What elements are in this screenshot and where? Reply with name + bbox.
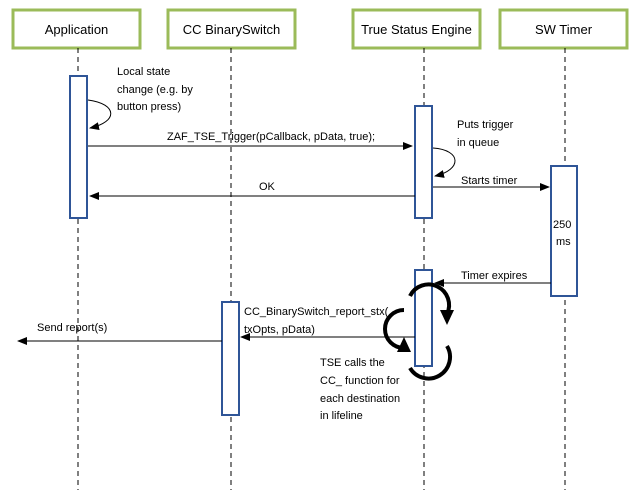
puts-queue-line-2: in queue [457,137,499,149]
activation-tse-1 [414,105,433,219]
participant-label: True Status Engine [361,22,472,37]
tse-calls-line-2: CC_ function for [320,375,400,387]
puts-queue-line-1: Puts trigger [457,119,514,131]
tse-calls-line-4: in lifeline [320,410,363,422]
self-arrow-puts-queue [432,147,456,178]
participant-cc-binaryswitch: CC BinarySwitch [166,8,297,50]
report-call-line-1: CC_BinarySwitch_report_stx( [244,306,389,318]
participant-label: Application [45,22,109,37]
participant-label: SW Timer [535,22,593,37]
ok-label: OK [259,181,276,193]
activation-tse-2 [414,269,433,367]
local-change-line-2: change (e.g. by [117,84,193,96]
timer-duration-value: 250 [553,219,571,231]
activation-cc-binaryswitch [221,301,240,416]
activation-sw-timer [550,165,578,297]
participant-sw-timer: SW Timer [498,8,629,50]
send-report-label: Send report(s) [37,322,107,334]
local-change-line-1: Local state [117,66,170,78]
local-change-line-3: button press) [117,101,181,113]
starts-timer-label: Starts timer [461,175,518,187]
loop-cycle-icon [383,282,454,381]
report-call-line-2: txOpts, pData) [244,324,315,336]
self-arrow-local-change [87,99,112,131]
lifelines [77,48,566,490]
tse-calls-line-3: each destination [320,393,400,405]
trigger-label: ZAF_TSE_Trigger(pCallback, pData, true); [167,131,375,143]
timer-expires-label: Timer expires [461,270,528,282]
tse-calls-line-1: TSE calls the [320,357,385,369]
activation-application [69,75,88,219]
participant-label: CC BinarySwitch [183,22,281,37]
participant-application: Application [11,8,142,50]
participant-true-status-engine: True Status Engine [351,8,482,50]
timer-duration-unit: ms [556,236,571,248]
